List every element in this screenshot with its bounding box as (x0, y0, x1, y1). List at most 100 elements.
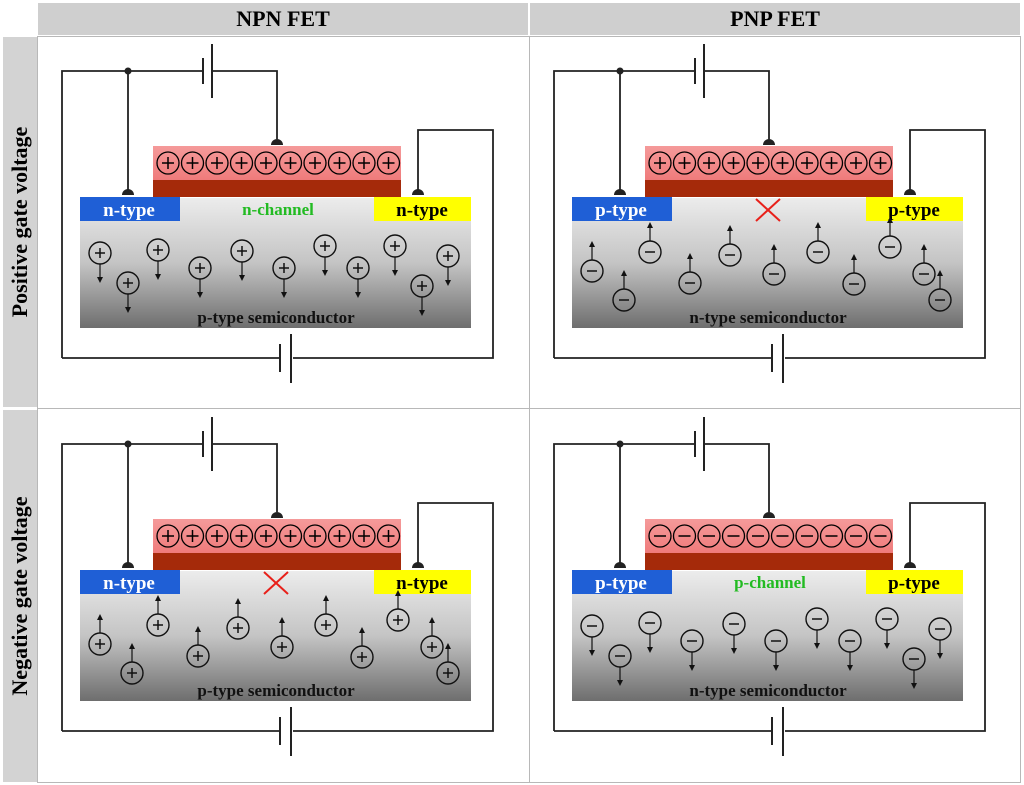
drain-region (866, 197, 963, 221)
gate-charge-circle (648, 151, 672, 175)
gate-charge-circle (795, 524, 819, 548)
carrier (878, 217, 902, 259)
carrier-arrowhead (125, 307, 131, 313)
gate-charge-circle (352, 524, 376, 548)
gate-charge-circle (303, 524, 327, 548)
gate-charge-circle (376, 151, 401, 175)
source-label: n-type (103, 573, 155, 594)
drain-label: p-type (888, 200, 940, 221)
carrier (350, 627, 374, 669)
carrier (805, 607, 829, 649)
carrier (88, 241, 112, 283)
carrier (680, 629, 704, 671)
substrate-label: p-type semiconductor (197, 681, 355, 700)
column-header-npn: NPN FET (38, 3, 528, 35)
panel-npn-negative: n-type n-type p-type semiconductor (61, 417, 494, 756)
carrier (580, 241, 604, 283)
gate-oxide (645, 178, 893, 197)
carrier-arrowhead (279, 617, 285, 623)
gate-wire-right (704, 443, 770, 512)
drain-label: p-type (888, 573, 940, 594)
carrier (146, 595, 170, 637)
gate-wire-right (212, 443, 278, 512)
carrier-arrowhead (589, 650, 595, 656)
carrier (842, 254, 866, 296)
carrier-arrowhead (617, 680, 623, 686)
column-header-pnp: PNP FET (530, 3, 1020, 35)
gate-oxide (153, 551, 401, 570)
drain-wire (785, 129, 986, 359)
carrier-arrowhead (771, 244, 777, 250)
row-header-positive: Positive gate voltage (3, 37, 37, 407)
carrier-arrowhead (911, 683, 917, 689)
gate-charge-circle (205, 151, 229, 175)
gate-charge-circle (205, 524, 229, 548)
carrier-arrowhead (727, 225, 733, 231)
carrier (272, 256, 296, 298)
carrier-arrowhead (429, 617, 435, 623)
drain-contact (412, 189, 424, 195)
carrier (608, 644, 632, 686)
drain-region (866, 570, 963, 594)
carrier (928, 270, 952, 312)
gate-wire-right (704, 70, 770, 139)
carrier-arrowhead (937, 270, 943, 276)
gate-charge-circle (770, 151, 795, 175)
substrate-label: n-type semiconductor (689, 681, 847, 700)
carrier-arrowhead (937, 653, 943, 659)
source-region (572, 197, 672, 221)
carrier (386, 590, 410, 632)
carrier (612, 270, 636, 312)
gate-wire-left (553, 443, 695, 731)
gate-charge-circle (156, 524, 180, 548)
gate-contact (271, 139, 283, 145)
carrier-arrowhead (155, 274, 161, 280)
carrier-arrowhead (814, 643, 820, 649)
carrier (186, 626, 210, 668)
carrier (313, 234, 337, 276)
carrier (638, 611, 662, 653)
gate-charge-circle (770, 524, 795, 548)
source-contact (122, 189, 134, 195)
carrier (875, 607, 899, 649)
gate-charge-circle (844, 151, 868, 175)
gate-wire-left (553, 70, 695, 358)
carrier-arrowhead (589, 241, 595, 247)
carrier-arrowhead (359, 627, 365, 633)
wire-junction (616, 67, 624, 75)
carrier-arrowhead (129, 643, 135, 649)
gate-oxide (645, 551, 893, 570)
source-label: n-type (103, 200, 155, 221)
carrier (638, 222, 662, 264)
carrier-arrowhead (731, 648, 737, 654)
gate-contact (271, 512, 283, 518)
carrier (722, 612, 746, 654)
wire-junction (616, 440, 624, 448)
carrier (928, 617, 952, 659)
gate-charge-circle (327, 524, 352, 548)
carrier-arrowhead (773, 665, 779, 671)
gate-contact (763, 512, 775, 518)
no-channel-mark (263, 571, 289, 595)
carrier (226, 598, 250, 640)
drain-label: n-type (396, 573, 448, 594)
carrier-arrowhead (355, 292, 361, 298)
drain-label: n-type (396, 200, 448, 221)
carrier-arrowhead (392, 270, 398, 276)
gate-charge-circle (278, 151, 303, 175)
carrier (270, 617, 294, 659)
no-channel-mark (755, 198, 781, 222)
carrier (383, 234, 407, 276)
source-contact (614, 189, 626, 195)
carrier (678, 253, 702, 295)
carrier-arrowhead (419, 310, 425, 316)
channel-label: p-channel (734, 573, 806, 592)
carrier-arrowhead (687, 253, 693, 259)
gate-charge-circle (868, 151, 893, 175)
carrier-arrowhead (884, 643, 890, 649)
gate-charge-circle (278, 524, 303, 548)
carrier (806, 222, 830, 264)
